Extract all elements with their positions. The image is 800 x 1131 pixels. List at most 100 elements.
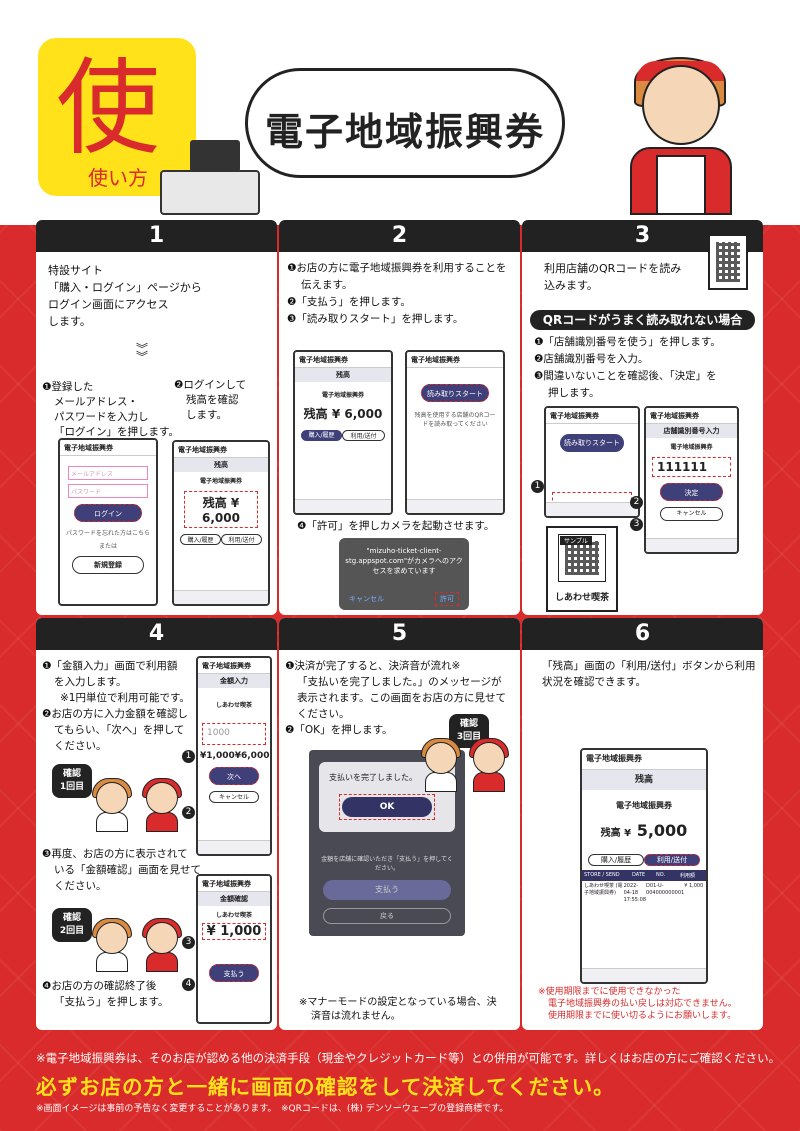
balance-amount: 残高 ¥ 6,000 — [184, 491, 258, 528]
tab-purchase[interactable]: 購入/履歴 — [180, 534, 221, 545]
step1-a-text: ❶登録したメールアドレス・パスワードを入力し「ログイン」を押します。 — [42, 381, 179, 438]
qr-phone-icon — [708, 234, 748, 290]
step4-text: ❶「金額入力」画面で利用額を入力します。※1円単位で利用可能です。❷お店の方に入… — [42, 660, 190, 752]
customer-illustration — [90, 918, 134, 972]
scan-start-button[interactable]: 読み取りスタート — [559, 434, 625, 452]
step6-number: 6 — [522, 618, 763, 650]
clerk-small-illustration — [467, 738, 511, 792]
footer-warning: 必ずお店の方と一緒に画面の確認をして決済してください。 — [36, 1075, 615, 1099]
pay-button: 支払う — [323, 880, 451, 900]
tab-use[interactable]: 利用/送付 — [644, 854, 700, 866]
decide-button[interactable]: 決定 — [659, 483, 724, 501]
badge-kanji: 使 — [56, 47, 161, 169]
forgot-link[interactable]: パスワードを忘れた方はこちら — [65, 530, 150, 537]
footer-disclaimer: ※画面イメージは事前の予告なく変更することがあります。 ※QRコードは、(株) … — [36, 1104, 509, 1114]
step1-panel: 1 特設サイト「購入・ログイン」ページからログイン画面にアクセスします。 ︾︾ … — [36, 220, 277, 615]
step6-note: ※使用期限までに使用できなかった電子地域振興券の払い戻しは対応できません。使用期… — [538, 987, 737, 1021]
login-button[interactable]: ログイン — [74, 504, 142, 522]
next-button[interactable]: 次へ — [208, 767, 260, 785]
chevron-down-icon: ︾︾ — [136, 342, 149, 364]
page-title: 電子地域振興券 — [264, 110, 545, 154]
ok-button[interactable]: OK — [342, 797, 432, 817]
store-code-input-phone: 電子地域振興券 店舗識別番号入力 電子地域振興券 111111 決定 キャンセル — [644, 406, 739, 554]
clerk-illustration — [620, 55, 740, 215]
step2-note4: ❹「許可」を押しカメラを起動させます。 — [297, 520, 495, 532]
use-badge: 使 使い方 — [38, 38, 196, 196]
tab-purchase[interactable]: 購入/履歴 — [588, 854, 644, 866]
pay-phone: 電子地域振興券 残高 電子地域振興券 残高 ¥ 6,000 購入/履歴 利用/送… — [293, 350, 393, 515]
sample-label: サンプル — [560, 536, 592, 545]
marker-4: 4 — [182, 978, 195, 991]
balance-amount: 残高 ¥ 5,000 — [600, 821, 688, 840]
step2-number: 2 — [279, 220, 520, 252]
customer-illustration — [90, 778, 134, 832]
balance-amount: 残高 ¥ 6,000 — [303, 407, 383, 421]
title-cloud: 電子地域振興券 — [245, 68, 565, 178]
scan-start-button[interactable]: 読み取りスタート — [421, 384, 489, 402]
complete-dialog: 支払いを完了しました。 OK — [319, 762, 455, 832]
step3-text: 利用店舗のQRコードを読み込みます。 — [544, 262, 682, 292]
confirm-amount: ¥ 1,000 — [202, 923, 266, 940]
marker-1: 1 — [182, 750, 195, 763]
background-message: 金額を店舗に確認いただき「支払う」を押してください。 — [321, 856, 453, 872]
step3-panel: 3 利用店舗のQRコードを読み込みます。 QRコードがうまく読み取れない場合 ❶… — [522, 220, 763, 615]
balance-amount: ¥6,000 — [234, 751, 270, 761]
step4-text2: ❸再度、お店の方に表示されている「金額確認」画面を見せてください。 — [42, 848, 201, 892]
signup-button[interactable]: 新規登録 — [72, 556, 144, 574]
marker-2: 2 — [182, 806, 195, 819]
amount-input[interactable]: 1000 — [202, 723, 266, 745]
step1-intro: 特設サイト「購入・ログイン」ページからログイン画面にアクセスします。 — [48, 264, 202, 328]
customer-illustration — [419, 738, 463, 792]
amount-confirm-phone: 電子地域振興券 金額確認 しあわせ喫茶 ¥ 1,000 支払う — [196, 874, 272, 1024]
allow-button[interactable]: 許可 — [435, 592, 459, 606]
cancel-button[interactable]: キャンセル — [208, 791, 260, 803]
amount-input-phone: 電子地域振興券 金額入力 しあわせ喫茶 1000 ¥1,000 ¥6,000 次… — [196, 656, 272, 856]
store-code-phone: 電子地域振興券 読み取りスタート — [544, 406, 640, 518]
step5-note: ※マナーモードの設定となっている場合、決済音は流れません。 — [299, 997, 497, 1022]
step3-subtext: ❶「店舗識別番号を使う」を押します。❷店舗識別番号を入力。❸間違いないことを確認… — [534, 336, 721, 399]
step5-text: ❶決済が完了すると、決済音が流れ※「支払いを完了しました。」のメッセージが表示さ… — [285, 660, 506, 736]
step5-panel: 5 ❶決済が完了すると、決済音が流れ※「支払いを完了しました。」のメッセージが表… — [279, 618, 520, 1030]
step3-subhead: QRコードがうまく読み取れない場合 — [530, 310, 755, 330]
pay-button[interactable]: 支払う — [208, 964, 260, 982]
password-field[interactable]: パスワード — [68, 484, 148, 498]
camera-permission-dialog: "mizuho-ticket-client-stg.appspot.com"がカ… — [339, 538, 469, 610]
step2-text: ❶お店の方に電子地域振興券を利用することを伝えます。❷「支払う」を押します。❸「… — [287, 262, 507, 325]
marker-3: 3 — [630, 518, 643, 531]
store-code-field[interactable]: 111111 — [652, 457, 731, 477]
complete-message: 支払いを完了しました。 — [329, 773, 417, 782]
step2-panel: 2 ❶お店の方に電子地域振興券を利用することを伝えます。❷「支払う」を押します。… — [279, 220, 520, 615]
use-amount: ¥1,000 — [200, 751, 235, 761]
scan-phone: 電子地域振興券 読み取りスタート 残高を使用する店舗のQRコードを読み取ってくだ… — [405, 350, 505, 515]
or-label: または — [98, 543, 117, 550]
step6-text: 「残高」画面の「利用/送付」ボタンから利用状況を確認できます。 — [542, 660, 756, 688]
payment-complete-screen: 支払いを完了しました。 OK 金額を店舗に確認いただき「支払う」を押してください… — [309, 750, 465, 936]
step6-panel: 6 「残高」画面の「利用/送付」ボタンから利用状況を確認できます。 電子地域振興… — [522, 618, 763, 1030]
marker-1: 1 — [531, 480, 544, 493]
clerk-small-illustration — [140, 918, 184, 972]
clerk-small-illustration — [140, 778, 184, 832]
back-button: 戻る — [323, 908, 451, 924]
step4-text3: ❹お店の方の確認終了後「支払う」を押します。 — [42, 980, 169, 1008]
balance-phone: 電子地域振興券 残高 電子地域振興券 残高 ¥ 6,000 購入/履歴 利用/送… — [172, 440, 270, 606]
step4-panel: 4 ❶「金額入力」画面で利用額を入力します。※1円単位で利用可能です。❷お店の方… — [36, 618, 277, 1030]
badge-caption: 使い方 — [88, 166, 148, 190]
marker-2: 2 — [630, 496, 643, 509]
cancel-button[interactable]: キャンセル — [349, 595, 384, 603]
history-phone: 電子地域振興券 残高 電子地域振興券 残高 ¥ 5,000 購入/履歴 利用/送… — [580, 748, 708, 984]
step4-number: 4 — [36, 618, 277, 650]
shop-name: しあわせ喫茶 — [554, 593, 609, 603]
shop-qr-sign: サンプル しあわせ喫茶 — [546, 526, 618, 612]
login-phone: 電子地域振興券 メールアドレス パスワード ログイン パスワードを忘れた方はこち… — [58, 438, 158, 606]
marker-3: 3 — [182, 936, 195, 949]
footer-note: ※電子地域振興券は、そのお店が認める他の決済手段（現金やクレジットカード等）との… — [36, 1051, 781, 1065]
step5-number: 5 — [279, 618, 520, 650]
cancel-button[interactable]: キャンセル — [659, 507, 724, 521]
email-field[interactable]: メールアドレス — [68, 466, 148, 480]
tab-use[interactable]: 利用/送付 — [221, 534, 262, 545]
step1-b-text: ❷ログインして残高を確認します。 — [174, 379, 247, 421]
